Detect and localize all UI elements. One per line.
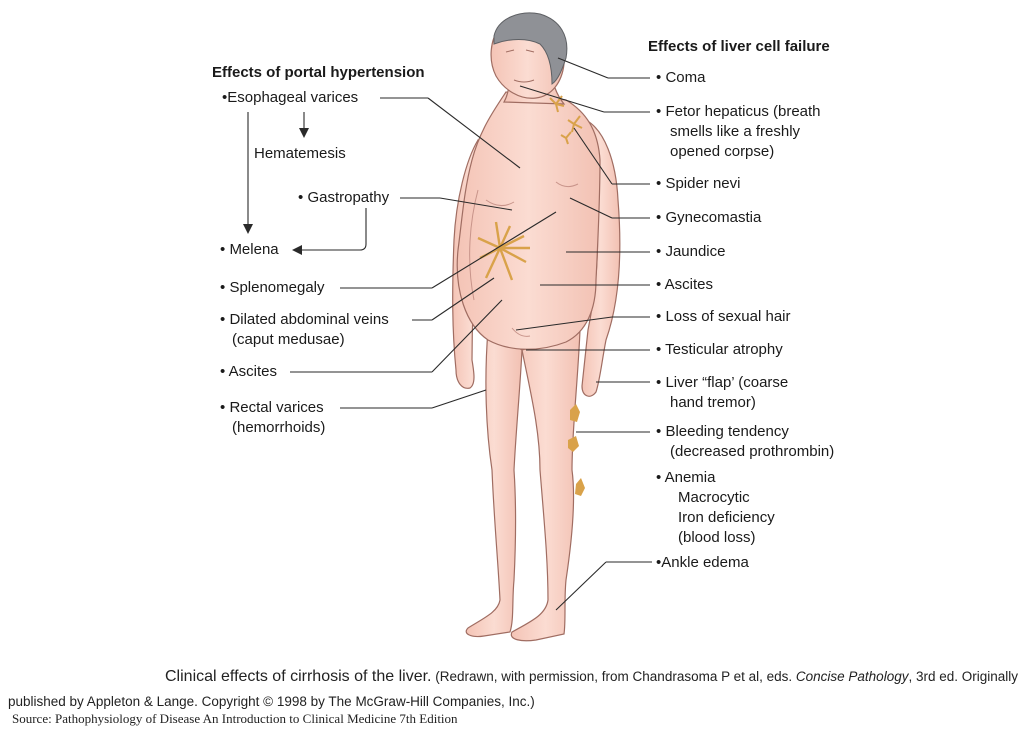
right-leg bbox=[510, 329, 581, 642]
hair bbox=[493, 12, 568, 85]
bullet: • bbox=[656, 175, 662, 192]
label-hematemesis: Hematemesis bbox=[254, 145, 346, 162]
caption-part2: , 3rd ed. Originally bbox=[908, 669, 1019, 684]
label-rectal-varices: • Rectal varices bbox=[220, 399, 324, 416]
label-jaundice: • Jaundice bbox=[656, 243, 726, 260]
label-caput-medusae: (caput medusae) bbox=[232, 331, 345, 348]
caption-line2: published by Appleton & Lange. Copyright… bbox=[8, 694, 535, 709]
label-dilated-veins: • Dilated abdominal veins bbox=[220, 311, 389, 328]
bullet: • bbox=[656, 243, 662, 260]
spider-nevi-icon bbox=[549, 95, 583, 145]
human-figure bbox=[452, 15, 621, 642]
liver-failure-heading: Effects of liver cell failure bbox=[648, 38, 830, 55]
label-bleeding-tendency: • Bleeding tendency bbox=[656, 423, 789, 440]
label-ascites-left: • Ascites bbox=[220, 363, 277, 380]
label-iron-deficiency: Iron deficiency bbox=[678, 509, 775, 526]
caption-part1: (Redrawn, with permission, from Chandras… bbox=[431, 669, 796, 684]
bullet: • bbox=[656, 469, 662, 486]
arrow-lines bbox=[247, 112, 367, 251]
label-esophageal-varices: •Esophageal varices bbox=[222, 89, 359, 106]
label-spider-nevi: • Spider nevi bbox=[656, 175, 741, 192]
bullet: • bbox=[222, 89, 228, 106]
bullet: • bbox=[656, 341, 662, 358]
arrowheads bbox=[243, 128, 309, 255]
face-details bbox=[505, 49, 535, 83]
label-prothrombin: (decreased prothrombin) bbox=[670, 443, 835, 460]
bullet: • bbox=[220, 363, 226, 380]
label-ascites-right: • Ascites bbox=[656, 276, 713, 293]
leader-lines bbox=[290, 57, 652, 611]
label-fetor-hepaticus: • Fetor hepaticus (breath bbox=[656, 103, 821, 120]
label-loss-sexual-hair: • Loss of sexual hair bbox=[656, 308, 791, 325]
bullet: • bbox=[220, 311, 226, 328]
source-note: Source: Pathophysiology of Disease An In… bbox=[12, 711, 458, 726]
torso bbox=[456, 91, 601, 350]
label-testicular-atrophy: • Testicular atrophy bbox=[656, 341, 783, 358]
label-anemia: • Anemia bbox=[656, 469, 716, 486]
label-fetor-line3: opened corpse) bbox=[670, 143, 775, 160]
bullet: • bbox=[656, 374, 662, 391]
left-leg bbox=[465, 328, 523, 638]
figure-caption: Clinical effects of cirrhosis of the liv… bbox=[165, 668, 1018, 686]
label-ankle-edema: •Ankle edema bbox=[656, 554, 749, 571]
label-gynecomastia: • Gynecomastia bbox=[656, 209, 762, 226]
label-blood-loss: (blood loss) bbox=[678, 529, 756, 546]
bullet: • bbox=[656, 423, 662, 440]
label-fetor-line2: smells like a freshly bbox=[670, 123, 801, 140]
bullet: • bbox=[656, 69, 662, 86]
label-melena: • Melena bbox=[220, 241, 279, 258]
bullet: • bbox=[656, 209, 662, 226]
label-coma: • Coma bbox=[656, 69, 706, 86]
label-liver-flap: • Liver “flap’ (coarse bbox=[656, 374, 789, 391]
bruise-icons bbox=[568, 404, 585, 496]
bullet: • bbox=[656, 276, 662, 293]
portal-hypertension-heading: Effects of portal hypertension bbox=[212, 64, 425, 81]
bullet: • bbox=[656, 308, 662, 325]
bullet: • bbox=[298, 189, 304, 206]
label-gastropathy: • Gastropathy bbox=[298, 189, 390, 206]
bullet: • bbox=[220, 279, 226, 296]
label-splenomegaly: • Splenomegaly bbox=[220, 279, 325, 296]
bullet: • bbox=[656, 103, 662, 120]
caption-title: Clinical effects of cirrhosis of the liv… bbox=[165, 668, 432, 685]
bullet: • bbox=[220, 399, 226, 416]
label-hand-tremor: hand tremor) bbox=[670, 394, 756, 411]
label-macrocytic: Macrocytic bbox=[678, 489, 750, 506]
caption-book: Concise Pathology bbox=[795, 669, 909, 684]
label-hemorrhoids: (hemorrhoids) bbox=[232, 419, 326, 436]
bullet: • bbox=[656, 554, 662, 571]
bullet: • bbox=[220, 241, 226, 258]
